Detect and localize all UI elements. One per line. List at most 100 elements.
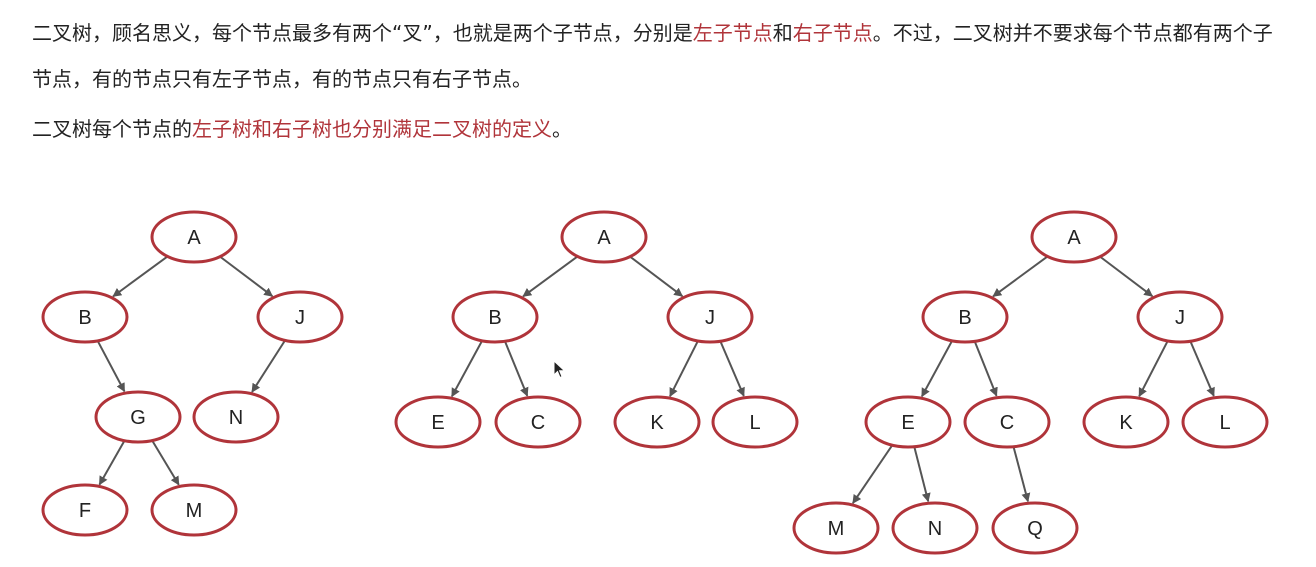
node-b: B (921, 290, 1009, 344)
edge-g-m (151, 440, 180, 486)
node-ellipse (613, 395, 701, 449)
node-k: K (613, 395, 701, 449)
intro-p2-text-2: 。 (552, 117, 572, 141)
node-ellipse (256, 290, 344, 344)
node-label: B (78, 307, 91, 329)
node-label: G (130, 407, 146, 429)
node-ellipse (963, 395, 1051, 449)
node-ellipse (41, 483, 129, 537)
node-label: L (749, 412, 760, 434)
edge-a-b (112, 255, 169, 298)
node-k: K (1082, 395, 1170, 449)
node-label: M (186, 500, 203, 522)
intro-paragraph-2: 二叉树每个节点的左子树和右子树也分别满足二叉树的定义。 (32, 106, 1292, 152)
node-label: E (431, 412, 444, 434)
node-ellipse (41, 290, 129, 344)
node-ellipse (150, 210, 238, 264)
edge-b-e (450, 340, 483, 398)
subtree-definition-term: 左子树和右子树也分别满足二叉树的定义 (192, 117, 552, 141)
intro-p1-text-2: 和 (772, 21, 793, 45)
node-label: F (79, 500, 91, 522)
mouse-pointer-icon (553, 360, 566, 379)
node-label: M (828, 518, 845, 540)
edge-j-n (251, 339, 286, 393)
node-ellipse (451, 290, 539, 344)
node-c: C (963, 395, 1051, 449)
edge-b-c (973, 340, 998, 397)
edge-a-j (629, 255, 684, 297)
node-label: K (1119, 412, 1133, 434)
node-ellipse (560, 210, 648, 264)
tree-2: A B J E C K L (394, 210, 799, 449)
node-ellipse (1181, 395, 1269, 449)
node-n: N (891, 501, 979, 555)
edge-e-m (852, 444, 894, 504)
node-label: A (1067, 227, 1081, 249)
node-label: J (295, 307, 305, 329)
node-label: A (597, 227, 611, 249)
edge-b-c (504, 340, 529, 397)
node-label: J (705, 307, 715, 329)
node-ellipse (991, 501, 1079, 555)
node-j: J (256, 290, 344, 344)
edge-c-q (1012, 446, 1031, 503)
intro-p1-text-1: 二叉树，顾名思义，每个节点最多有两个“叉”，也就是两个子节点，分别是 (32, 21, 693, 45)
edge-a-b (522, 255, 579, 298)
node-a: A (150, 210, 238, 264)
node-m: M (792, 501, 880, 555)
node-label: Q (1027, 518, 1043, 540)
edge-b-e (920, 340, 953, 398)
node-ellipse (1136, 290, 1224, 344)
node-label: E (901, 412, 914, 434)
node-ellipse (1030, 210, 1118, 264)
intro-text: 二叉树，顾名思义，每个节点最多有两个“叉”，也就是两个子节点，分别是左子节点和右… (32, 10, 1292, 152)
node-label: N (229, 407, 243, 429)
node-ellipse (792, 501, 880, 555)
node-ellipse (394, 395, 482, 449)
node-label: B (958, 307, 971, 329)
node-ellipse (711, 395, 799, 449)
node-c: C (494, 395, 582, 449)
node-label: L (1219, 412, 1230, 434)
node-g: G (94, 390, 182, 444)
node-m: M (150, 483, 238, 537)
node-e: E (864, 395, 952, 449)
node-l: L (1181, 395, 1269, 449)
intro-p1-text-3: 。不过，二叉树并不要求每个节点都有两个子节点，有的节点只有左子节点，有的节点只有… (32, 21, 1273, 91)
node-b: B (451, 290, 539, 344)
edge-e-n (913, 446, 931, 503)
node-j: J (666, 290, 754, 344)
edge-j-k (1138, 340, 1169, 398)
node-b: B (41, 290, 129, 344)
node-ellipse (864, 395, 952, 449)
node-ellipse (921, 290, 1009, 344)
node-ellipse (1082, 395, 1170, 449)
edge-a-j (1099, 255, 1154, 297)
node-n: N (192, 390, 280, 444)
tree-1: A B J G N F M (41, 210, 344, 537)
node-label: B (488, 307, 501, 329)
node-l: L (711, 395, 799, 449)
node-ellipse (891, 501, 979, 555)
node-label: N (928, 518, 942, 540)
node-label: K (650, 412, 664, 434)
edge-b-g (96, 340, 126, 393)
intro-p2-text-1: 二叉树每个节点的 (32, 117, 192, 141)
intro-paragraph-1: 二叉树，顾名思义，每个节点最多有两个“叉”，也就是两个子节点，分别是左子节点和右… (32, 10, 1292, 102)
edge-g-f (98, 440, 126, 486)
node-q: Q (991, 501, 1079, 555)
node-a: A (1030, 210, 1118, 264)
edge-a-b (992, 255, 1049, 298)
node-label: A (187, 227, 201, 249)
edge-j-l (719, 340, 745, 397)
node-label: C (1000, 412, 1014, 434)
node-ellipse (494, 395, 582, 449)
node-ellipse (150, 483, 238, 537)
node-f: F (41, 483, 129, 537)
node-ellipse (666, 290, 754, 344)
edge-j-l (1189, 340, 1215, 397)
edge-j-k (669, 340, 699, 398)
node-ellipse (192, 390, 280, 444)
node-e: E (394, 395, 482, 449)
